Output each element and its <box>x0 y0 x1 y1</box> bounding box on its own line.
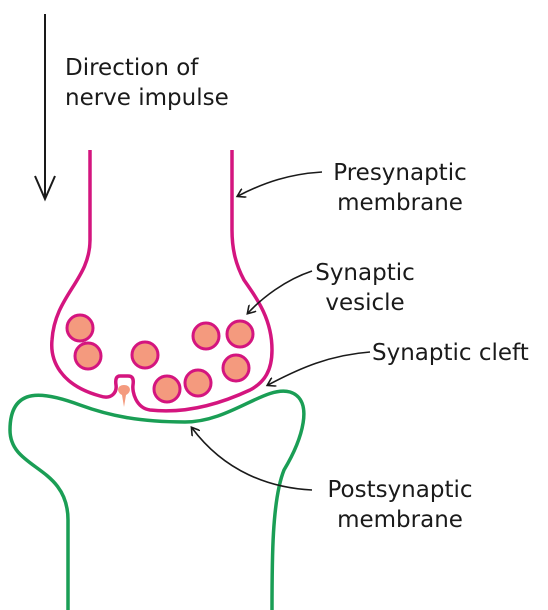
direction-label-line2: nerve impulse <box>65 83 229 113</box>
vesicle <box>75 343 101 369</box>
direction-label-line1: Direction of <box>65 53 229 83</box>
postsynaptic-label-line1: Postsynaptic <box>315 475 485 505</box>
vesicle <box>223 355 249 381</box>
cleft-pointer <box>268 352 370 385</box>
postsynaptic-label: Postsynaptic membrane <box>315 475 485 535</box>
postsynaptic-pointer <box>192 428 312 490</box>
vesicle <box>227 321 253 347</box>
presynaptic-pointer <box>238 172 322 196</box>
postsynaptic-membrane <box>10 391 304 610</box>
presynaptic-label-line1: Presynaptic <box>320 158 480 188</box>
vesicle <box>193 323 219 349</box>
synaptic-vesicles <box>67 315 253 402</box>
direction-arrow <box>35 14 55 199</box>
presynaptic-label: Presynaptic membrane <box>320 158 480 218</box>
vesicle-label-line1: Synaptic <box>305 258 425 288</box>
vesicle <box>185 370 211 396</box>
vesicle <box>67 315 93 341</box>
vesicle <box>154 376 180 402</box>
vesicle-label-line2: vesicle <box>305 288 425 318</box>
cleft-label: Synaptic cleft <box>372 338 529 368</box>
postsynaptic-label-line2: membrane <box>315 505 485 535</box>
presynaptic-label-line2: membrane <box>320 188 480 218</box>
vesicle-pointer <box>248 271 312 313</box>
direction-label: Direction of nerve impulse <box>65 53 229 113</box>
vesicle <box>132 342 158 368</box>
vesicle-label: Synaptic vesicle <box>305 258 425 318</box>
fusing-vesicle <box>118 385 130 407</box>
